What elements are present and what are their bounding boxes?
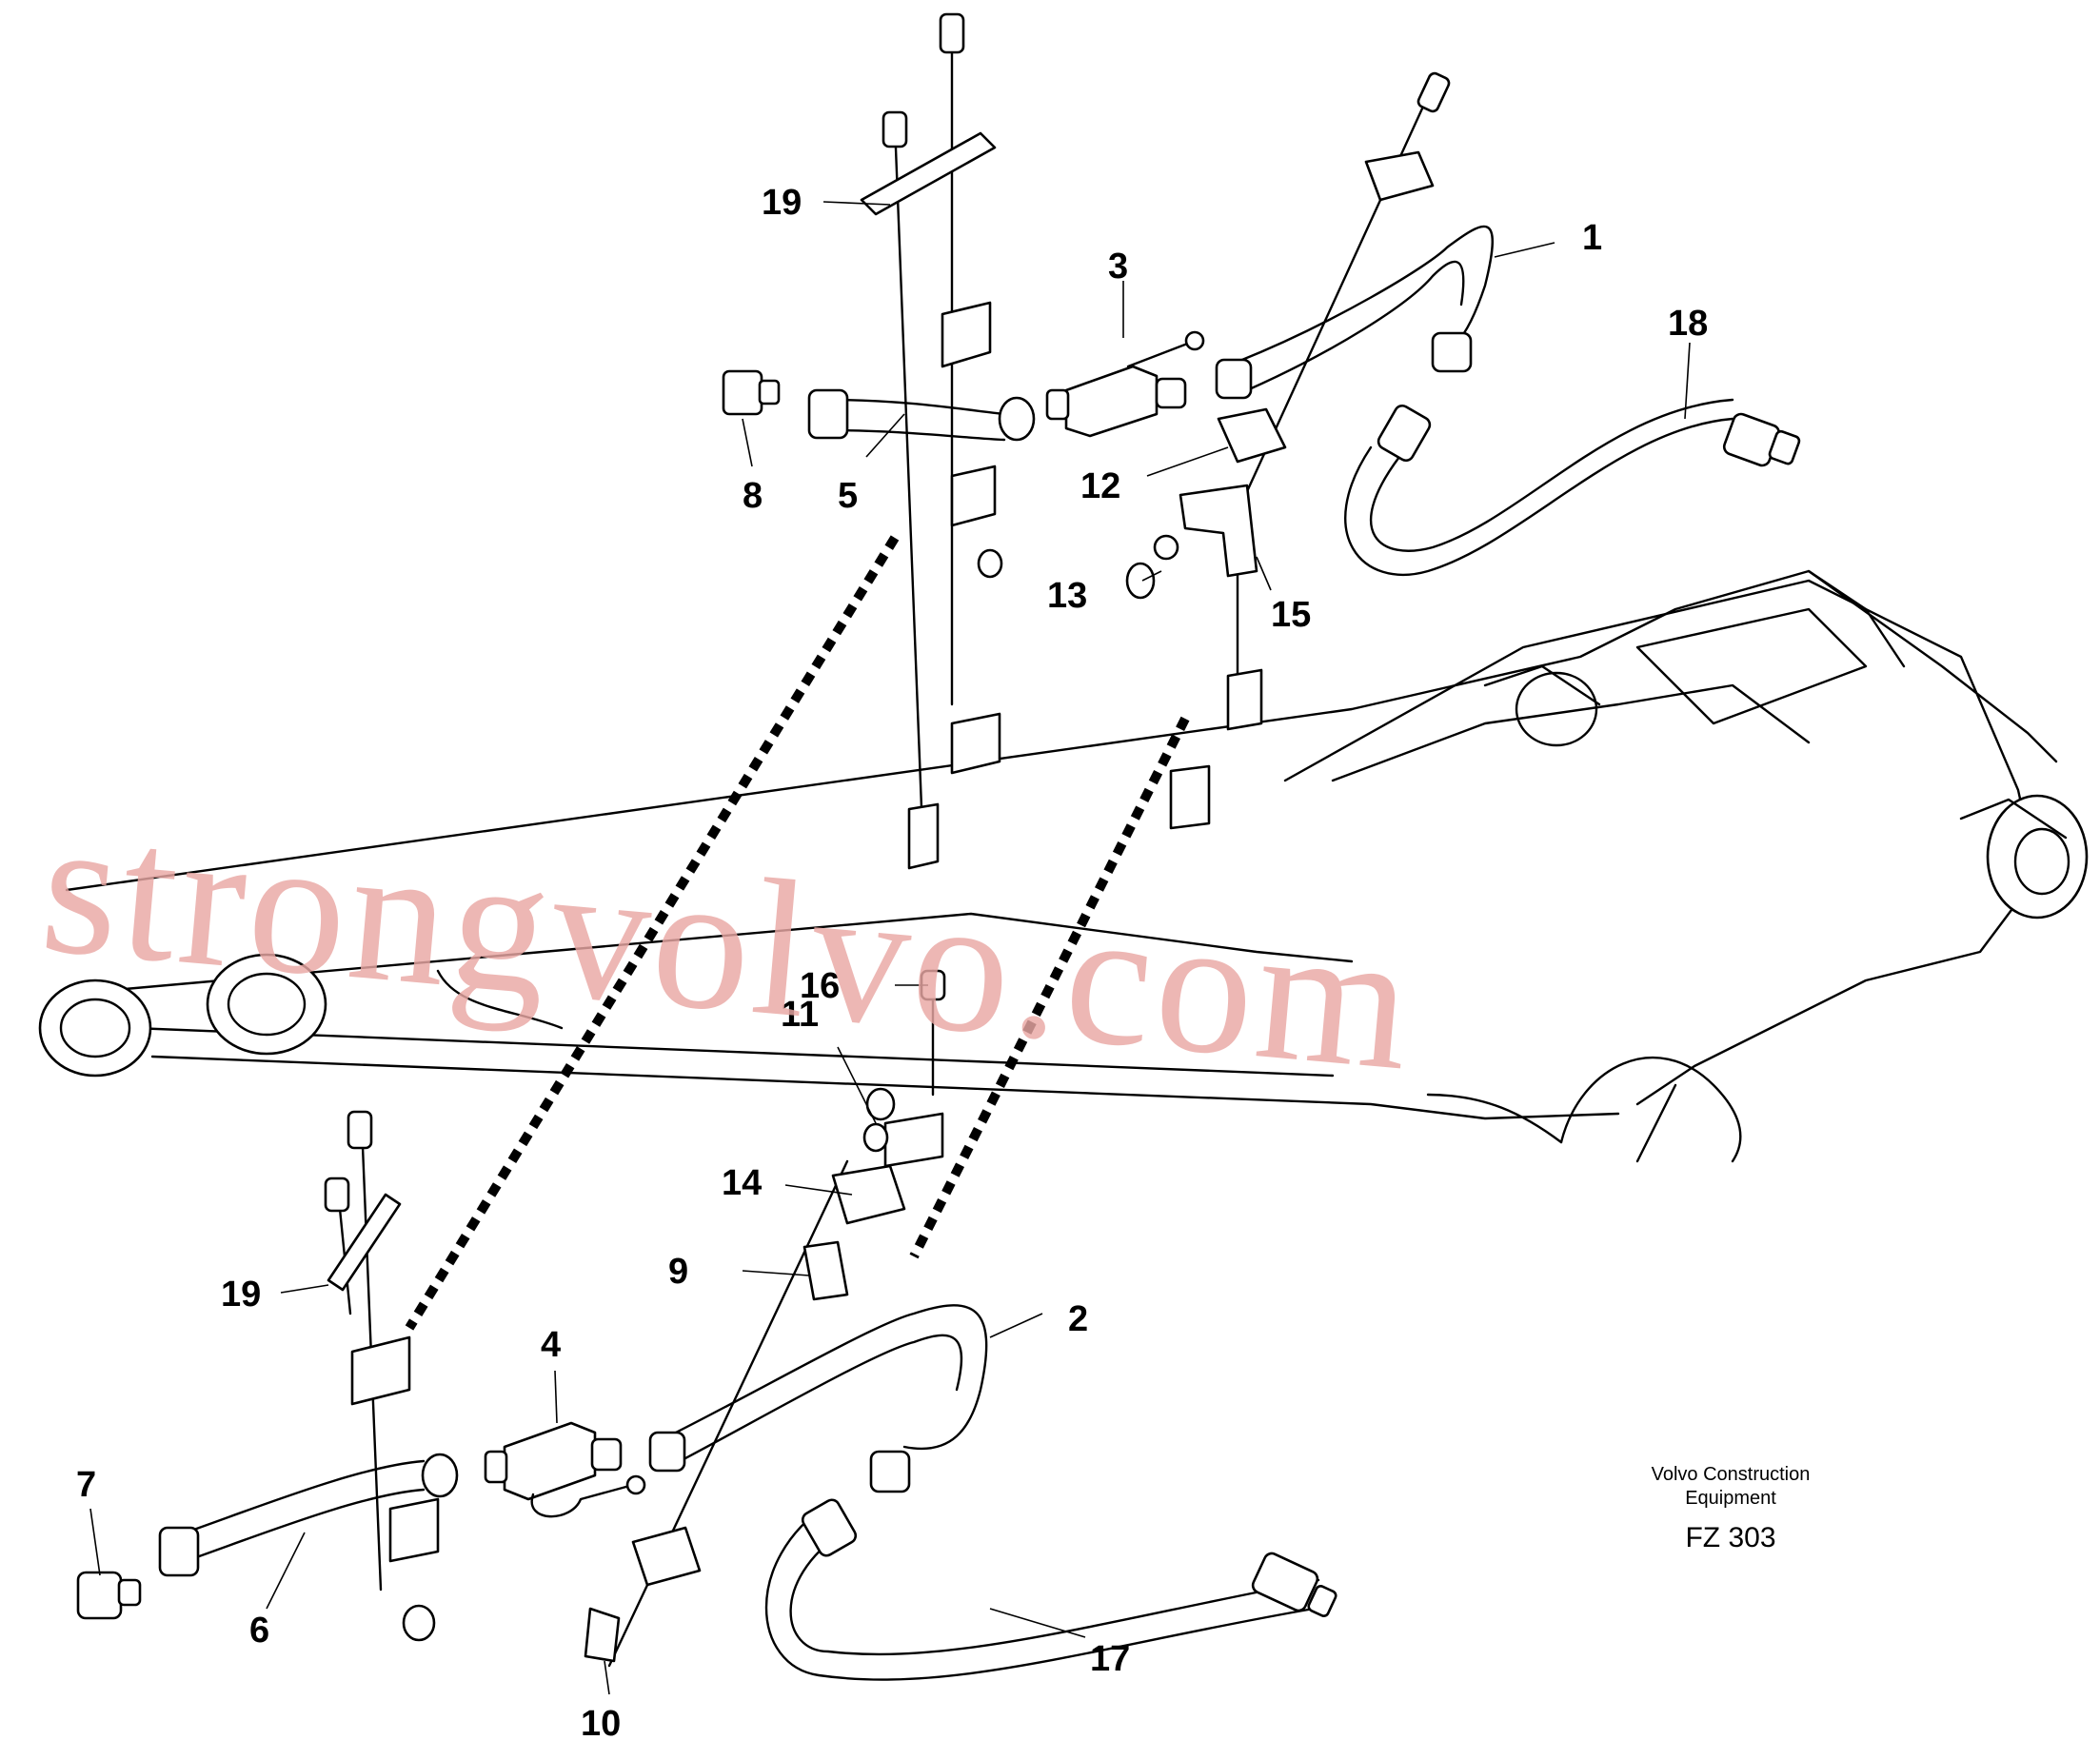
callout-8: 8	[743, 476, 763, 516]
callout-14: 14	[722, 1163, 762, 1203]
callout-12: 12	[1080, 466, 1120, 506]
caption-line-1: Volvo Construction	[1652, 1464, 1811, 1485]
callout-2: 2	[1068, 1299, 1088, 1339]
callout-1: 1	[1582, 218, 1602, 258]
callout-4: 4	[541, 1325, 561, 1365]
callout-15: 15	[1271, 595, 1311, 635]
callout-11: 11	[781, 995, 819, 1035]
callout-13: 13	[1047, 576, 1087, 616]
callout-16: 16	[800, 966, 840, 1006]
callout-labels: 1 2 3 4 5 6 7 8 9 10 11 12 13 14 15 16 1…	[76, 183, 1708, 1744]
caption-line-2: Equipment	[1685, 1488, 1776, 1509]
boom-arm	[38, 569, 2089, 1163]
callout-3: 3	[1108, 247, 1128, 287]
caption-block: Volvo Construction Equipment FZ 303	[1652, 1464, 1811, 1553]
upper-assembly	[722, 12, 1801, 870]
callout-9: 9	[668, 1252, 688, 1292]
watermark: strongvolvo.com	[34, 777, 1422, 1112]
leader-lines	[89, 201, 1691, 1695]
callout-6: 6	[249, 1611, 269, 1651]
callout-19-lower: 19	[221, 1275, 261, 1315]
callout-7: 7	[76, 1465, 96, 1505]
callout-19-upper: 19	[762, 183, 802, 223]
figure-code: FZ 303	[1685, 1522, 1775, 1553]
lower-assembly	[76, 969, 1337, 1681]
callout-10: 10	[581, 1704, 621, 1744]
hose-routing-dashed	[405, 535, 1190, 1331]
callout-5: 5	[838, 476, 858, 516]
callout-17: 17	[1090, 1639, 1130, 1679]
callout-18: 18	[1668, 304, 1708, 344]
